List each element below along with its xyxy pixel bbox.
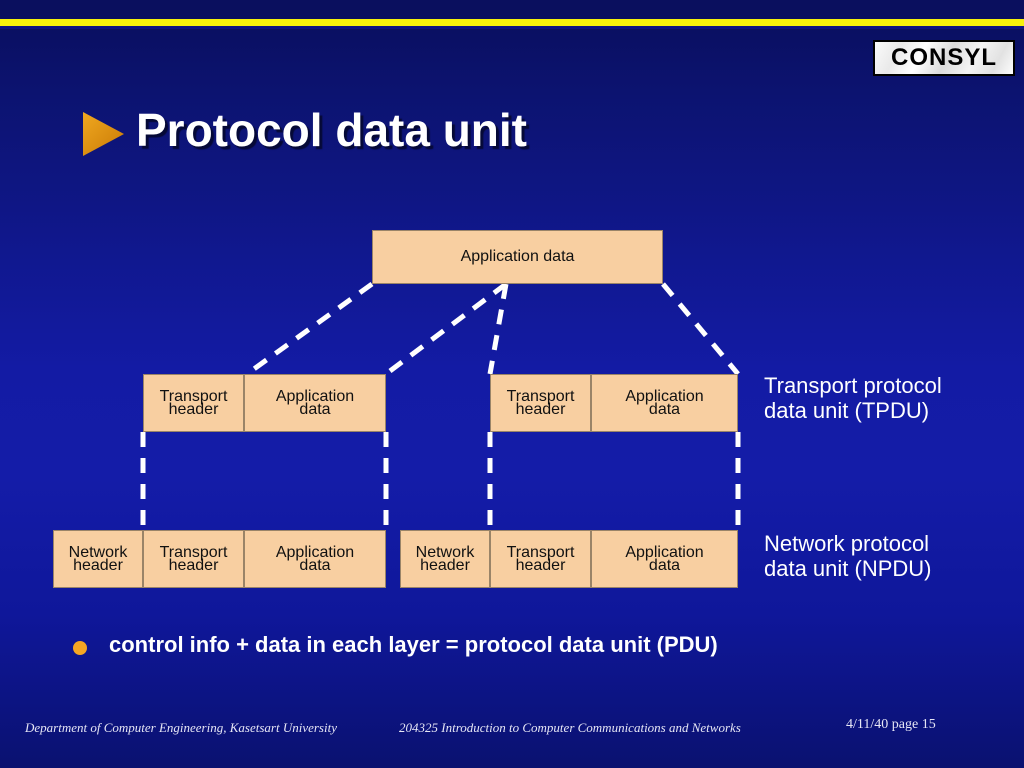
- box-tpdu-left-application-data: Application data: [244, 374, 386, 432]
- top-band: [0, 0, 1024, 19]
- bullet-text: control info + data in each layer = prot…: [109, 632, 718, 657]
- caption-tpdu: Transport protocol data unit (TPDU): [764, 373, 942, 423]
- box-label: Transport header: [159, 388, 228, 418]
- box-npdu-right-transport-header: Transport header: [490, 530, 591, 588]
- box-label: Application data: [625, 388, 704, 418]
- box-label: Application data: [625, 544, 704, 574]
- box-npdu-right-network-header: Network header: [400, 530, 490, 588]
- box-label: Application data: [460, 248, 575, 265]
- consyl-logo: CONSYL: [873, 40, 1015, 76]
- triangle-right-icon: [83, 112, 124, 156]
- bullet-dot-icon: [73, 641, 87, 655]
- box-label: Network header: [415, 544, 475, 574]
- box-tpdu-left-transport-header: Transport header: [143, 374, 244, 432]
- footer-date-page: 4/11/40 page 15: [846, 717, 936, 732]
- box-label: Transport header: [506, 544, 575, 574]
- box-tpdu-right-transport-header: Transport header: [490, 374, 591, 432]
- footer-course: 204325 Introduction to Computer Communic…: [399, 720, 741, 735]
- caption-npdu: Network protocol data unit (NPDU): [764, 531, 932, 581]
- under-accent-bar: [0, 26, 1024, 29]
- yellow-accent-bar: [0, 19, 1024, 26]
- consyl-logo-text: CONSYL: [890, 44, 997, 71]
- box-tpdu-right-application-data: Application data: [591, 374, 738, 432]
- box-npdu-left-transport-header: Transport header: [143, 530, 244, 588]
- box-npdu-left-application-data: Application data: [244, 530, 386, 588]
- box-npdu-left-network-header: Network header: [53, 530, 143, 588]
- page-title: Protocol data unit: [136, 104, 527, 156]
- box-label: Network header: [68, 544, 128, 574]
- box-npdu-right-application-data: Application data: [591, 530, 738, 588]
- box-label: Application data: [275, 544, 355, 574]
- box-label: Transport header: [159, 544, 228, 574]
- box-application-data-top: Application data: [372, 230, 663, 284]
- box-label: Application data: [275, 388, 355, 418]
- footer-department: Department of Computer Engineering, Kase…: [25, 720, 337, 735]
- box-label: Transport header: [506, 388, 575, 418]
